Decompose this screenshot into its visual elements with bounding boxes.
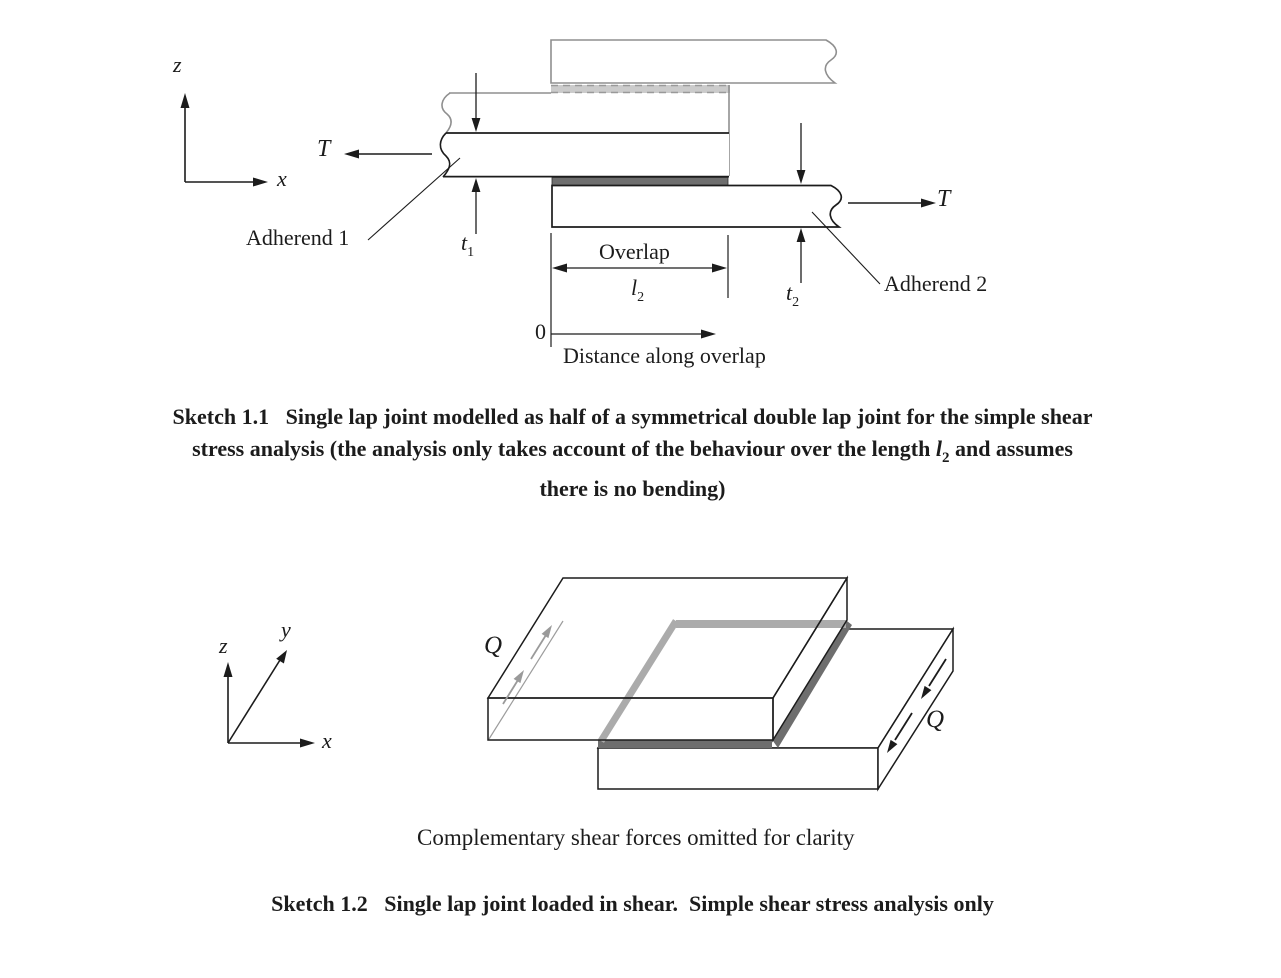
distance-axis: [551, 329, 716, 339]
adhesive-layer: [551, 177, 729, 186]
adherend-2-label: Adherend 2: [884, 271, 988, 296]
shear-lower-label: Q: [926, 706, 945, 733]
overlap-label: Overlap: [599, 239, 670, 264]
sketch1-axes: [180, 93, 268, 187]
sketch2-y-axis-label: y: [281, 617, 291, 642]
sketch1-z-axis-label: z: [173, 52, 182, 77]
origin-zero-label: 0: [535, 319, 546, 344]
adherend-2-leader-line: [811, 211, 881, 285]
overlap-dimension: [550, 233, 729, 347]
adherend-2-plate: [551, 184, 843, 228]
sketch1-caption-line3: there is no bending): [539, 476, 726, 501]
sketch2-axes: [223, 650, 315, 748]
t2-dimension-arrows: [796, 123, 806, 283]
sketch2-note: Complementary shear forces omitted for c…: [417, 825, 855, 850]
shear-upper-label: Q: [484, 632, 503, 659]
force-right-label: T: [937, 186, 951, 212]
force-arrow-right: [848, 198, 936, 208]
sketch1-caption-line2: stress analysis (the analysis only takes…: [192, 436, 1073, 466]
adhesive-front-edge: [598, 740, 772, 748]
sketch-1-1-diagram: [180, 39, 936, 347]
adherend-1-leader-line: [367, 157, 461, 241]
sketch2-caption: Sketch 1.2 Single lap joint loaded in sh…: [271, 891, 994, 916]
t2-label: t2: [786, 280, 800, 310]
t1-dimension-arrows: [471, 73, 481, 234]
adherend-1-label: Adherend 1: [246, 225, 350, 250]
ghost-adhesive-layer: [551, 84, 730, 94]
ghost-upper-adherend-plate: [550, 39, 838, 84]
sketch1-x-axis-label: x: [277, 166, 287, 191]
force-arrow-left: [344, 149, 432, 159]
sketch2-z-axis-label: z: [219, 633, 228, 658]
sketch1-caption-line1: Sketch 1.1 Single lap joint modelled as …: [172, 404, 1093, 429]
shear-arrow-upper: [502, 625, 552, 705]
hidden-overlap-edges: [488, 619, 846, 743]
sketch2-x-axis-label: x: [322, 728, 332, 753]
adherend-1-plate: [439, 132, 729, 178]
l2-label: l2: [631, 275, 645, 305]
adhesive-side-edge: [773, 621, 852, 748]
upper-plate-outline: [486, 575, 849, 743]
force-left-label: T: [317, 136, 331, 162]
distance-axis-label: Distance along overlap: [563, 343, 766, 368]
t1-label: t1: [461, 230, 475, 260]
sketch-1-2-diagram: [223, 575, 955, 792]
shear-arrow-lower: [887, 658, 947, 753]
